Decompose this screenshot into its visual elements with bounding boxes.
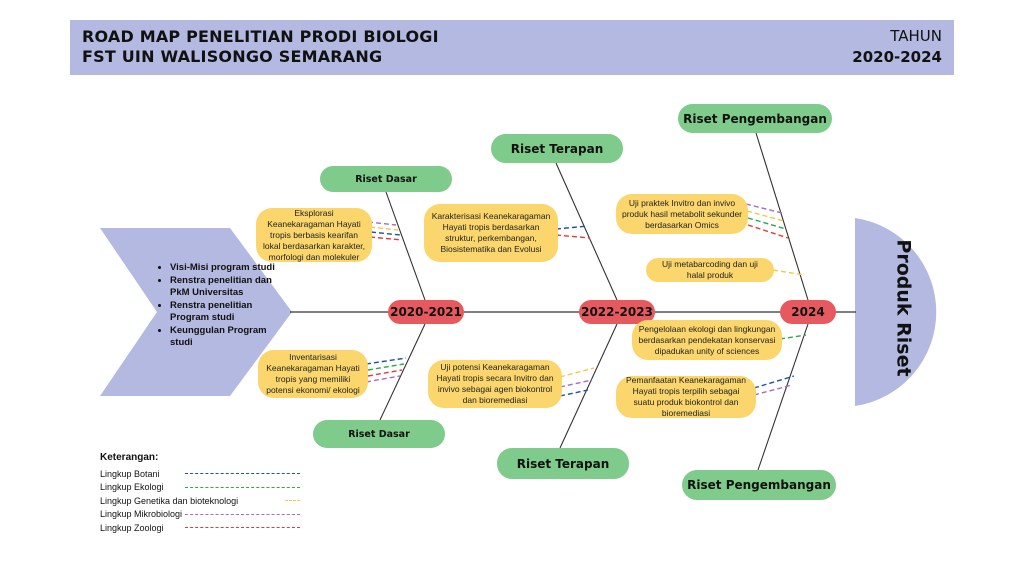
category-riset-terapan-bottom: Riset Terapan [497, 448, 629, 479]
legend-label: Lingkup Zoologi [100, 522, 164, 533]
year-range: 2020-2024 [852, 48, 942, 66]
bone-bottom-2 [559, 323, 618, 449]
note-uji-praktek: Uji praktek Invitro dan invivo produk ha… [616, 194, 748, 234]
title-line-2: FST UIN WALISONGO SEMARANG [82, 47, 383, 66]
legend-label: Lingkup Genetika dan bioteknologi [100, 495, 239, 506]
legend-item-mikrobiologi: Lingkup Mikrobiologi [100, 508, 300, 522]
roadmap-title: ROAD MAP PENELITIAN PRODI BIOLOGI FST UI… [82, 27, 439, 67]
title-line-1: ROAD MAP PENELITIAN PRODI BIOLOGI [82, 27, 439, 46]
input-list: Visi-Misi program studi Renstra peneliti… [158, 262, 288, 350]
year-block: TAHUN 2020-2024 [852, 26, 942, 68]
legend-item-genetika: Lingkup Genetika dan bioteknologi [100, 494, 300, 508]
bone-top-1 [385, 191, 426, 301]
connectors [365, 203, 807, 397]
note-pengelolaan: Pengelolaan ekologi dan lingkungan berda… [632, 320, 782, 360]
note-pemanfaatan: Pemanfaatan Keanekaragaman Hayati tropis… [616, 375, 756, 418]
category-riset-dasar-bottom: Riset Dasar [313, 420, 445, 448]
note-uji-metabarcoding: Uji metabarcoding dan uji halal produk [646, 258, 774, 282]
legend-swatch [285, 500, 300, 502]
input-item: Keunggulan Program studi [170, 325, 288, 350]
bone-top-2 [555, 162, 618, 301]
input-item: Renstra penelitian dan PkM Universitas [170, 275, 288, 300]
header-banner: ROAD MAP PENELITIAN PRODI BIOLOGI FST UI… [70, 20, 954, 75]
legend-swatch [185, 473, 300, 475]
bones [379, 132, 809, 471]
produk-riset-text: Produk Riset [893, 239, 915, 377]
milestone-2020-2021: 2020-2021 [388, 300, 464, 324]
note-eksplorasi: Eksplorasi Keanekaragaman Hayati tropis … [256, 208, 372, 262]
legend-label: Lingkup Botani [100, 468, 160, 479]
input-chevron [100, 228, 292, 396]
input-item: Visi-Misi program studi [170, 262, 288, 275]
legend: Keterangan: Lingkup Botani Lingkup Ekolo… [100, 452, 300, 535]
legend-label: Lingkup Mikrobiologi [100, 509, 183, 520]
legend-swatch [185, 486, 300, 488]
milestone-2024: 2024 [780, 300, 836, 324]
product-head-label: Produk Riset [880, 238, 928, 378]
fish-head [855, 218, 937, 406]
legend-item-ekologi: Lingkup Ekologi [100, 481, 300, 495]
bone-bottom-3 [757, 323, 809, 471]
bone-bottom-1 [379, 323, 426, 421]
note-karakterisasi: Karakterisasi Keanekaragaman Hayati trop… [424, 204, 558, 262]
legend-item-botani: Lingkup Botani [100, 467, 300, 481]
bone-top-3 [755, 132, 809, 301]
note-uji-potensi: Uji potensi Keanekaragaman Hayati tropis… [428, 360, 562, 408]
legend-label: Lingkup Ekologi [100, 482, 164, 493]
category-riset-pengembangan-top: Riset Pengembangan [678, 104, 832, 133]
legend-swatch [185, 513, 300, 515]
legend-title: Keterangan: [100, 452, 159, 463]
category-riset-terapan-top: Riset Terapan [491, 134, 623, 163]
input-item: Renstra penelitian Program studi [170, 300, 288, 325]
category-riset-pengembangan-bottom: Riset Pengembangan [682, 470, 836, 500]
year-label: TAHUN [890, 27, 942, 45]
note-inventarisasi: Inventarisasi Keanekaragaman Hayati trop… [258, 350, 368, 398]
legend-item-zoologi: Lingkup Zoologi [100, 521, 300, 535]
legend-swatch [185, 527, 300, 529]
category-riset-dasar-top: Riset Dasar [320, 166, 452, 192]
